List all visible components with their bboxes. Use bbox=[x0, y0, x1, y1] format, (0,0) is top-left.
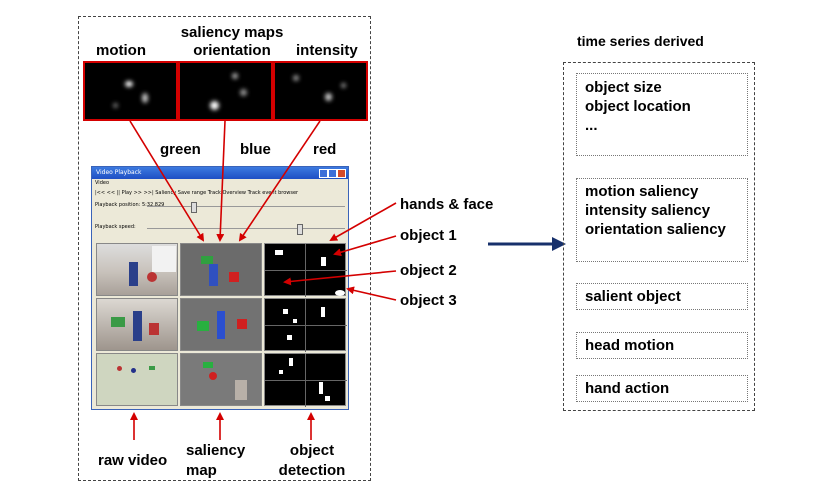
saliency-maps-heading-line2: orientation bbox=[193, 42, 271, 59]
window-menu[interactable]: Video bbox=[95, 180, 110, 186]
object-size-item: object size bbox=[585, 79, 662, 96]
intensity-label: intensity bbox=[296, 42, 358, 59]
hand-action-item: hand action bbox=[585, 380, 670, 397]
window-minimize-button[interactable] bbox=[319, 169, 328, 178]
object2-arrow bbox=[283, 270, 397, 286]
raw-video-frame-1 bbox=[96, 243, 178, 296]
intensity-to-saliency-arrow bbox=[238, 120, 321, 242]
object-detection-frame-3 bbox=[264, 353, 347, 407]
orientation-to-saliency-arrow bbox=[216, 120, 226, 242]
object-location-item: object location bbox=[585, 98, 691, 115]
left-panel bbox=[78, 16, 371, 481]
saliency-maps-strip bbox=[83, 61, 368, 121]
raw-video-frame-2 bbox=[96, 298, 178, 351]
window-title-bar: Video Playback bbox=[92, 167, 348, 179]
object3-label: object 3 bbox=[400, 292, 457, 309]
head-motion-box: head motion bbox=[576, 332, 748, 359]
object-features-box: object size object location ... bbox=[576, 73, 748, 156]
hands-face-arrow bbox=[329, 202, 397, 241]
window-toolbar[interactable]: |<< << || Play >> >>| Saliency Save rang… bbox=[95, 190, 299, 196]
raw-video-label: raw video bbox=[98, 452, 168, 469]
red-channel-label: red bbox=[313, 141, 337, 158]
blue-channel-label: blue bbox=[240, 141, 271, 158]
orientation-saliency-map bbox=[178, 61, 273, 121]
saliency-map-label: saliency map bbox=[186, 441, 245, 481]
saliency-map-frame-3 bbox=[180, 353, 262, 406]
playback-speed-slider[interactable] bbox=[147, 224, 345, 235]
hand-action-box: hand action bbox=[576, 375, 748, 402]
object-detection-label-line1: object bbox=[289, 442, 335, 459]
motion-saliency-item: motion saliency bbox=[585, 183, 699, 200]
orientation-saliency-item: orientation saliency bbox=[585, 221, 726, 238]
intensity-saliency-map bbox=[273, 61, 368, 121]
playback-speed-thumb[interactable] bbox=[297, 224, 303, 235]
salient-object-item: salient object bbox=[585, 288, 681, 305]
saliency-map-label-line1: saliency bbox=[186, 442, 246, 459]
green-channel-label: green bbox=[160, 141, 201, 158]
saliency-features-box: motion saliency intensity saliency orien… bbox=[576, 178, 748, 262]
window-close-button[interactable] bbox=[337, 169, 346, 178]
object2-label: object 2 bbox=[400, 262, 457, 279]
saliency-maps-heading-line1: saliency maps bbox=[180, 24, 284, 41]
motion-saliency-map bbox=[83, 61, 178, 121]
playback-position-slider[interactable] bbox=[147, 202, 345, 213]
time-series-title: time series derived bbox=[577, 33, 704, 49]
saliency-map-frame-2 bbox=[180, 298, 262, 351]
object-detection-frame-2 bbox=[264, 298, 347, 352]
playback-position-label: Playback position: 5:32.829 bbox=[95, 202, 165, 208]
saliency-maps-heading: saliency maps orientation bbox=[172, 24, 292, 60]
hands-face-label: hands & face bbox=[400, 196, 494, 213]
object-features-ellipsis: ... bbox=[585, 117, 598, 134]
window-title: Video Playback bbox=[96, 169, 142, 176]
object-detection-label-line2: detection bbox=[278, 462, 346, 479]
window-maximize-button[interactable] bbox=[328, 169, 337, 178]
raw-video-frame-3 bbox=[96, 353, 178, 406]
salient-object-box: salient object bbox=[576, 283, 748, 310]
object3-arrow bbox=[346, 286, 397, 301]
motion-to-saliency-arrow bbox=[129, 120, 205, 242]
saliency-map-frame-1 bbox=[180, 243, 262, 296]
time-series-panel bbox=[563, 62, 755, 411]
saliency-map-label-line2: map bbox=[186, 462, 217, 479]
video-playback-window: Video Playback Video |<< << || Play >> >… bbox=[91, 166, 349, 410]
object1-arrow bbox=[333, 235, 397, 257]
object-detection-frame-1 bbox=[264, 243, 347, 297]
intensity-saliency-item: intensity saliency bbox=[585, 202, 711, 219]
playback-speed-label: Playback speed: bbox=[95, 224, 136, 230]
object1-label: object 1 bbox=[400, 227, 457, 244]
head-motion-item: head motion bbox=[585, 337, 675, 354]
object-detection-label: object detection bbox=[272, 441, 352, 481]
playback-position-thumb[interactable] bbox=[191, 202, 197, 213]
motion-label: motion bbox=[96, 42, 146, 59]
